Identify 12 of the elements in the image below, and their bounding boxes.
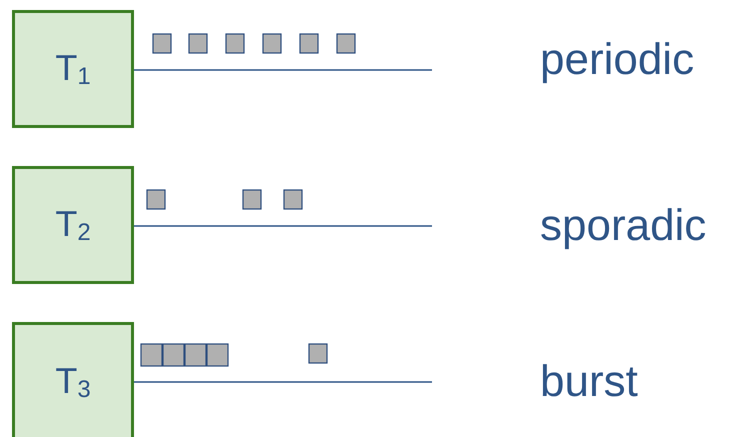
task-box: [12, 10, 134, 128]
timeline: [134, 69, 432, 71]
task-label: T$_{3}$: [55, 360, 91, 404]
task-box: [12, 322, 134, 437]
pattern-label: burst: [540, 360, 638, 404]
task-label: T$_{1}$: [55, 47, 91, 91]
pattern-label: periodic: [540, 38, 694, 82]
timeline: [134, 225, 432, 227]
timeline: [134, 381, 432, 383]
task-label: T$_{2}$: [55, 203, 91, 247]
pattern-label: sporadic: [540, 204, 706, 248]
task-box: [12, 166, 134, 284]
